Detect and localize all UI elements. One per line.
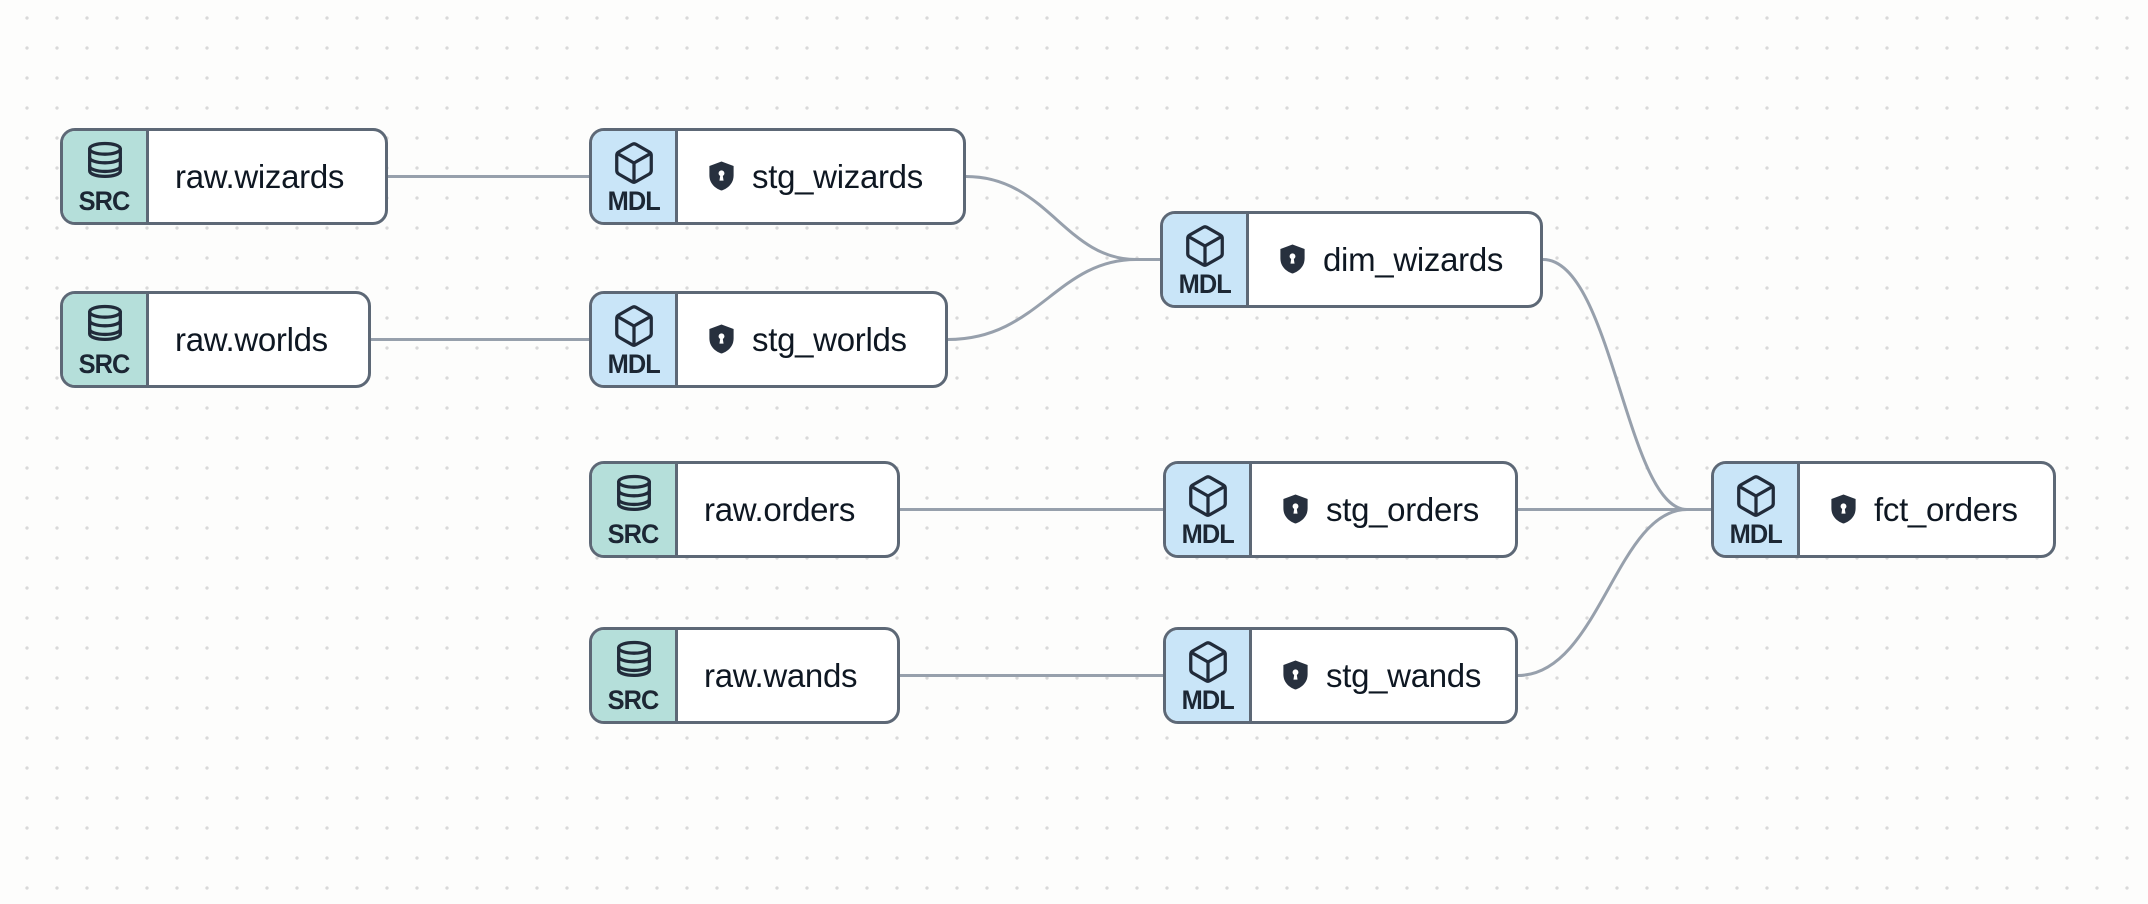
node-raw_wands[interactable]: SRC raw.wands xyxy=(589,627,900,724)
node-type-label: MDL xyxy=(1729,518,1782,549)
database-icon xyxy=(611,639,657,685)
database-icon xyxy=(82,140,128,186)
node-type-badge: SRC xyxy=(63,131,149,222)
node-type-label: MDL xyxy=(1181,684,1234,715)
node-name-label: raw.orders xyxy=(704,490,856,528)
node-type-badge: MDL xyxy=(1163,214,1249,305)
shield-lock-icon xyxy=(1275,242,1310,277)
node-type-label: SRC xyxy=(608,518,660,549)
node-name-label: raw.wizards xyxy=(175,157,345,195)
shield-lock-icon xyxy=(704,322,739,357)
node-type-badge: MDL xyxy=(1166,630,1252,721)
database-icon xyxy=(82,303,128,349)
shield-lock-icon xyxy=(1278,658,1313,693)
node-type-label: MDL xyxy=(607,348,660,379)
node-type-badge: SRC xyxy=(592,464,678,555)
node-stg_wizards[interactable]: MDL stg_wizards xyxy=(589,128,966,225)
shield-lock-icon xyxy=(1278,492,1313,527)
node-name-label: raw.worlds xyxy=(175,320,328,358)
database-icon xyxy=(611,473,657,519)
shield-lock-icon xyxy=(704,159,739,194)
node-type-badge: SRC xyxy=(592,630,678,721)
node-name-label: dim_wizards xyxy=(1323,240,1504,278)
node-type-badge: MDL xyxy=(1166,464,1252,555)
node-name-label: raw.wands xyxy=(704,656,858,694)
model-cube-icon xyxy=(1185,639,1231,685)
node-name-label: stg_wizards xyxy=(752,157,923,195)
shield-lock-icon xyxy=(1826,492,1861,527)
node-type-label: SRC xyxy=(79,185,131,216)
node-type-label: MDL xyxy=(607,185,660,216)
node-name-label: stg_orders xyxy=(1326,490,1479,528)
model-cube-icon xyxy=(1185,473,1231,519)
model-cube-icon xyxy=(1733,473,1779,519)
node-dim_wizards[interactable]: MDL dim_wizards xyxy=(1160,211,1543,308)
node-type-label: SRC xyxy=(79,348,131,379)
model-cube-icon xyxy=(611,303,657,349)
node-stg_worlds[interactable]: MDL stg_worlds xyxy=(589,291,948,388)
node-type-badge: MDL xyxy=(592,131,678,222)
node-name-label: stg_worlds xyxy=(752,320,907,358)
node-name-label: stg_wands xyxy=(1326,656,1482,694)
node-type-label: SRC xyxy=(608,684,660,715)
node-raw_orders[interactable]: SRC raw.orders xyxy=(589,461,900,558)
node-type-badge: MDL xyxy=(1714,464,1800,555)
node-type-badge: MDL xyxy=(592,294,678,385)
node-raw_wizards[interactable]: SRC raw.wizards xyxy=(60,128,388,225)
edge-stg_worlds-to-dim_wizards xyxy=(946,258,1162,341)
model-cube-icon xyxy=(1182,223,1228,269)
node-name-label: fct_orders xyxy=(1874,490,2018,528)
edge-stg_wizards-to-dim_wizards xyxy=(964,175,1162,261)
edge-stg_wands-to-fct_orders xyxy=(1516,508,1713,677)
node-stg_wands[interactable]: MDL stg_wands xyxy=(1163,627,1518,724)
node-raw_worlds[interactable]: SRC raw.worlds xyxy=(60,291,371,388)
model-cube-icon xyxy=(611,140,657,186)
edge-dim_wizards-to-fct_orders xyxy=(1541,258,1713,511)
node-stg_orders[interactable]: MDL stg_orders xyxy=(1163,461,1518,558)
node-type-label: MDL xyxy=(1181,518,1234,549)
node-type-badge: SRC xyxy=(63,294,149,385)
node-type-label: MDL xyxy=(1178,268,1231,299)
node-fct_orders[interactable]: MDL fct_orders xyxy=(1711,461,2056,558)
